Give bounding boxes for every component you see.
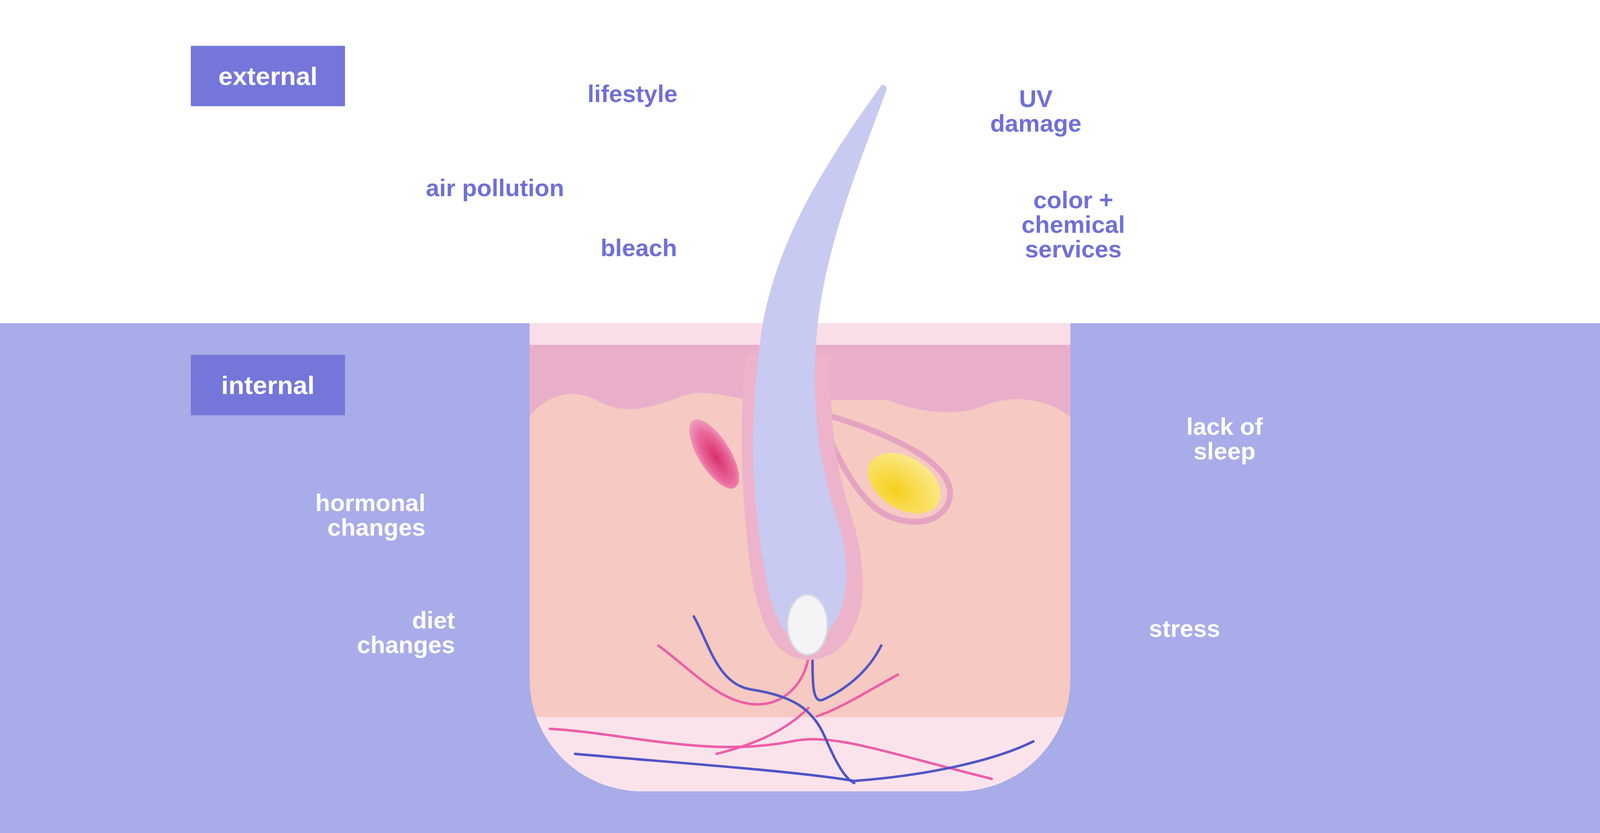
external-factor: bleach bbox=[555, 235, 723, 260]
internal-factor: hormonal changes bbox=[292, 490, 426, 540]
external-factor: air pollution bbox=[370, 175, 620, 200]
external-factor: lifestyle bbox=[528, 81, 737, 106]
hair-shaft bbox=[752, 85, 887, 641]
internal-category-box: internal bbox=[190, 355, 345, 416]
category-title: external bbox=[218, 63, 318, 90]
external-category-box: external bbox=[190, 45, 345, 107]
category-title: internal bbox=[221, 372, 315, 399]
internal-factor: diet changes bbox=[330, 607, 455, 658]
internal-factor: stress bbox=[1101, 616, 1268, 641]
internal-factor: lack of sleep bbox=[1176, 414, 1273, 464]
external-factor: color + chemical services bbox=[1010, 187, 1136, 262]
dermal-papilla bbox=[787, 595, 828, 655]
external-factor: UV damage bbox=[981, 86, 1090, 136]
